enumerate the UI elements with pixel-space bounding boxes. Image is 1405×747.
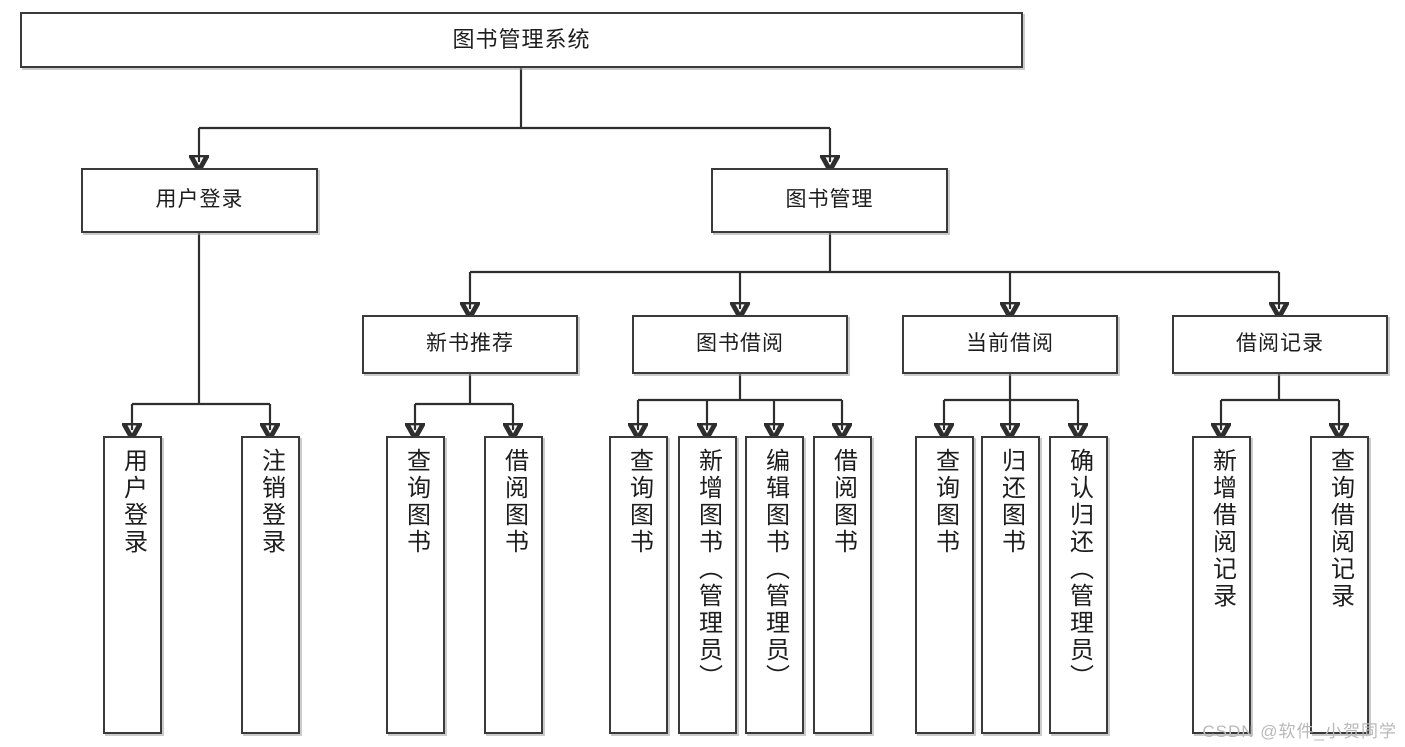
node-label: 查询借阅记录 [1326, 448, 1354, 610]
node-label: 确认归还（管理员） [1065, 448, 1093, 691]
node-label: 图书管理系统 [452, 27, 591, 53]
node-label: 图书借阅 [696, 332, 784, 356]
node-book-management-system[interactable]: 图书管理系统 [20, 12, 1023, 68]
node-label: 用户登录 [119, 448, 147, 556]
node-label: 当前借阅 [966, 332, 1054, 356]
node-leaf-query-book-new[interactable]: 查询图书 [386, 436, 445, 734]
watermark: CSDN @软件_小贺同学 [1202, 722, 1397, 741]
node-leaf-user-login[interactable]: 用户登录 [103, 436, 162, 734]
node-leaf-query-borrow-record[interactable]: 查询借阅记录 [1310, 436, 1369, 734]
node-leaf-return-book[interactable]: 归还图书 [981, 436, 1040, 734]
node-label: 查询图书 [402, 448, 430, 556]
node-book-borrow[interactable]: 图书借阅 [632, 315, 848, 374]
node-leaf-edit-book[interactable]: 编辑图书（管理员） [745, 436, 804, 734]
node-label: 用户登录 [155, 188, 244, 212]
node-label: 借阅记录 [1236, 332, 1324, 356]
node-leaf-confirm-return[interactable]: 确认归还（管理员） [1049, 436, 1108, 734]
node-leaf-borrow-book-new[interactable]: 借阅图书 [484, 436, 543, 734]
node-label: 借阅图书 [500, 448, 528, 556]
node-label: 注销登录 [257, 448, 285, 556]
node-label: 查询图书 [625, 448, 653, 556]
node-label: 新书推荐 [426, 332, 514, 356]
node-new-book-recommend[interactable]: 新书推荐 [362, 315, 578, 374]
node-label: 新增图书（管理员） [694, 448, 722, 691]
node-leaf-query-book-borrow[interactable]: 查询图书 [609, 436, 668, 734]
node-label: 图书管理 [785, 188, 874, 212]
node-leaf-logout-login[interactable]: 注销登录 [241, 436, 300, 734]
node-label: 归还图书 [997, 448, 1025, 556]
node-leaf-borrow-book[interactable]: 借阅图书 [813, 436, 872, 734]
node-user-login[interactable]: 用户登录 [81, 168, 318, 233]
node-label: 编辑图书（管理员） [761, 448, 789, 691]
node-leaf-add-borrow-record[interactable]: 新增借阅记录 [1192, 436, 1251, 734]
node-leaf-add-book[interactable]: 新增图书（管理员） [678, 436, 737, 734]
node-leaf-query-book-current[interactable]: 查询图书 [915, 436, 974, 734]
node-label: 查询图书 [931, 448, 959, 556]
node-label: 新增借阅记录 [1208, 448, 1236, 610]
node-book-management[interactable]: 图书管理 [711, 168, 948, 233]
node-label: 借阅图书 [829, 448, 857, 556]
node-borrow-record[interactable]: 借阅记录 [1172, 315, 1388, 374]
node-current-borrow[interactable]: 当前借阅 [902, 315, 1118, 374]
